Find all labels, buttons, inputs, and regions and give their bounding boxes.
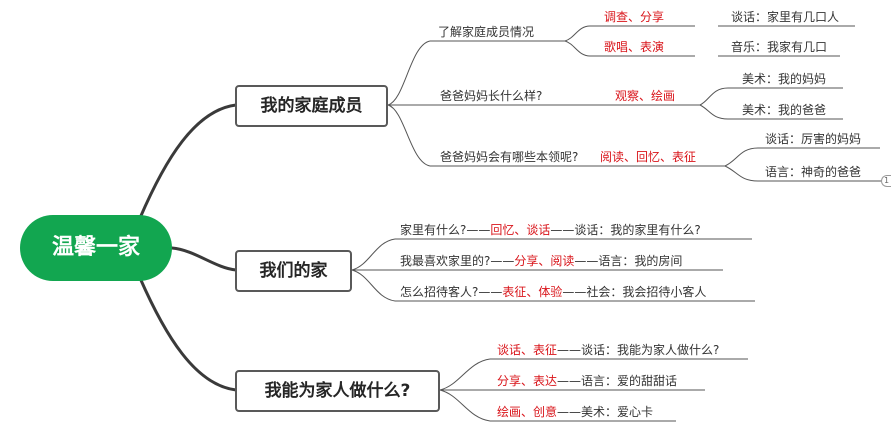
activity-amazing-mom[interactable]: 谈话：厉害的妈妈: [765, 132, 862, 146]
connector-b1-act3a: [724, 147, 759, 167]
connector-b1-topic3: [387, 104, 431, 167]
item-sweet-words[interactable]: 分享、表达——语言：爱的甜甜话: [497, 374, 678, 388]
item-host-guests[interactable]: 怎么招待客人?——表征、体验——社会：我会招待小客人: [400, 285, 707, 299]
activity-music-family[interactable]: 音乐：我家有几口: [731, 40, 828, 54]
activity-how-many-people[interactable]: 谈话：家里有几口人: [731, 10, 840, 24]
branch-family-members[interactable]: 我的家庭成员: [235, 85, 388, 127]
connector-b1-method-b: [564, 40, 591, 57]
main-connectors: [138, 103, 238, 392]
method-read-recall-express[interactable]: 阅读、回忆、表征: [600, 150, 697, 164]
method-survey-share[interactable]: 调查、分享: [604, 10, 665, 24]
activity-art-my-mom[interactable]: 美术：我的妈妈: [742, 72, 827, 86]
topic-know-family[interactable]: 了解家庭成员情况: [438, 25, 535, 39]
connector-b1-act3b: [724, 165, 759, 182]
sub-connectors: [351, 25, 881, 422]
topic-parents-skills[interactable]: 爸爸妈妈会有哪些本领呢?: [440, 150, 579, 164]
root-node[interactable]: 温馨一家: [20, 215, 172, 281]
method-observe-draw[interactable]: 观察、绘画: [615, 89, 676, 103]
item-love-card[interactable]: 绘画、创意——美术：爱心卡: [497, 405, 654, 419]
collapse-toggle[interactable]: 1: [881, 175, 891, 187]
branch-our-home[interactable]: 我们的家: [235, 250, 352, 292]
connector-b1-topic1: [387, 40, 431, 106]
connector-b2-item3: [351, 269, 396, 302]
item-what-can-i-do[interactable]: 谈话、表征——谈话：我能为家人做什么?: [497, 343, 720, 357]
connector-b1-act2b: [699, 104, 729, 120]
item-what-at-home[interactable]: 家里有什么?——回忆、谈话——谈话：我的家里有什么?: [400, 223, 701, 237]
connector-root-help-family: [138, 276, 238, 392]
method-sing-perform[interactable]: 歌唱、表演: [604, 40, 665, 54]
branch-help-family[interactable]: 我能为家人做什么?: [235, 370, 440, 412]
connector-b1-act2a: [699, 87, 729, 106]
topic-parents-look[interactable]: 爸爸妈妈长什么样?: [440, 89, 543, 103]
activity-art-my-dad[interactable]: 美术：我的爸爸: [742, 103, 827, 117]
item-favorite-at-home[interactable]: 我最喜欢家里的?——分享、阅读——语言：我的房间: [400, 254, 683, 268]
connector-b1-method-a: [564, 25, 591, 42]
connector-b3-item3: [439, 389, 491, 422]
activity-magic-dad[interactable]: 语言：神奇的爸爸: [765, 165, 862, 179]
connector-b2-item1: [351, 238, 396, 271]
connector-root-our-home: [170, 246, 238, 272]
connector-root-family-members: [138, 103, 238, 220]
connector-b3-item1: [439, 358, 491, 391]
